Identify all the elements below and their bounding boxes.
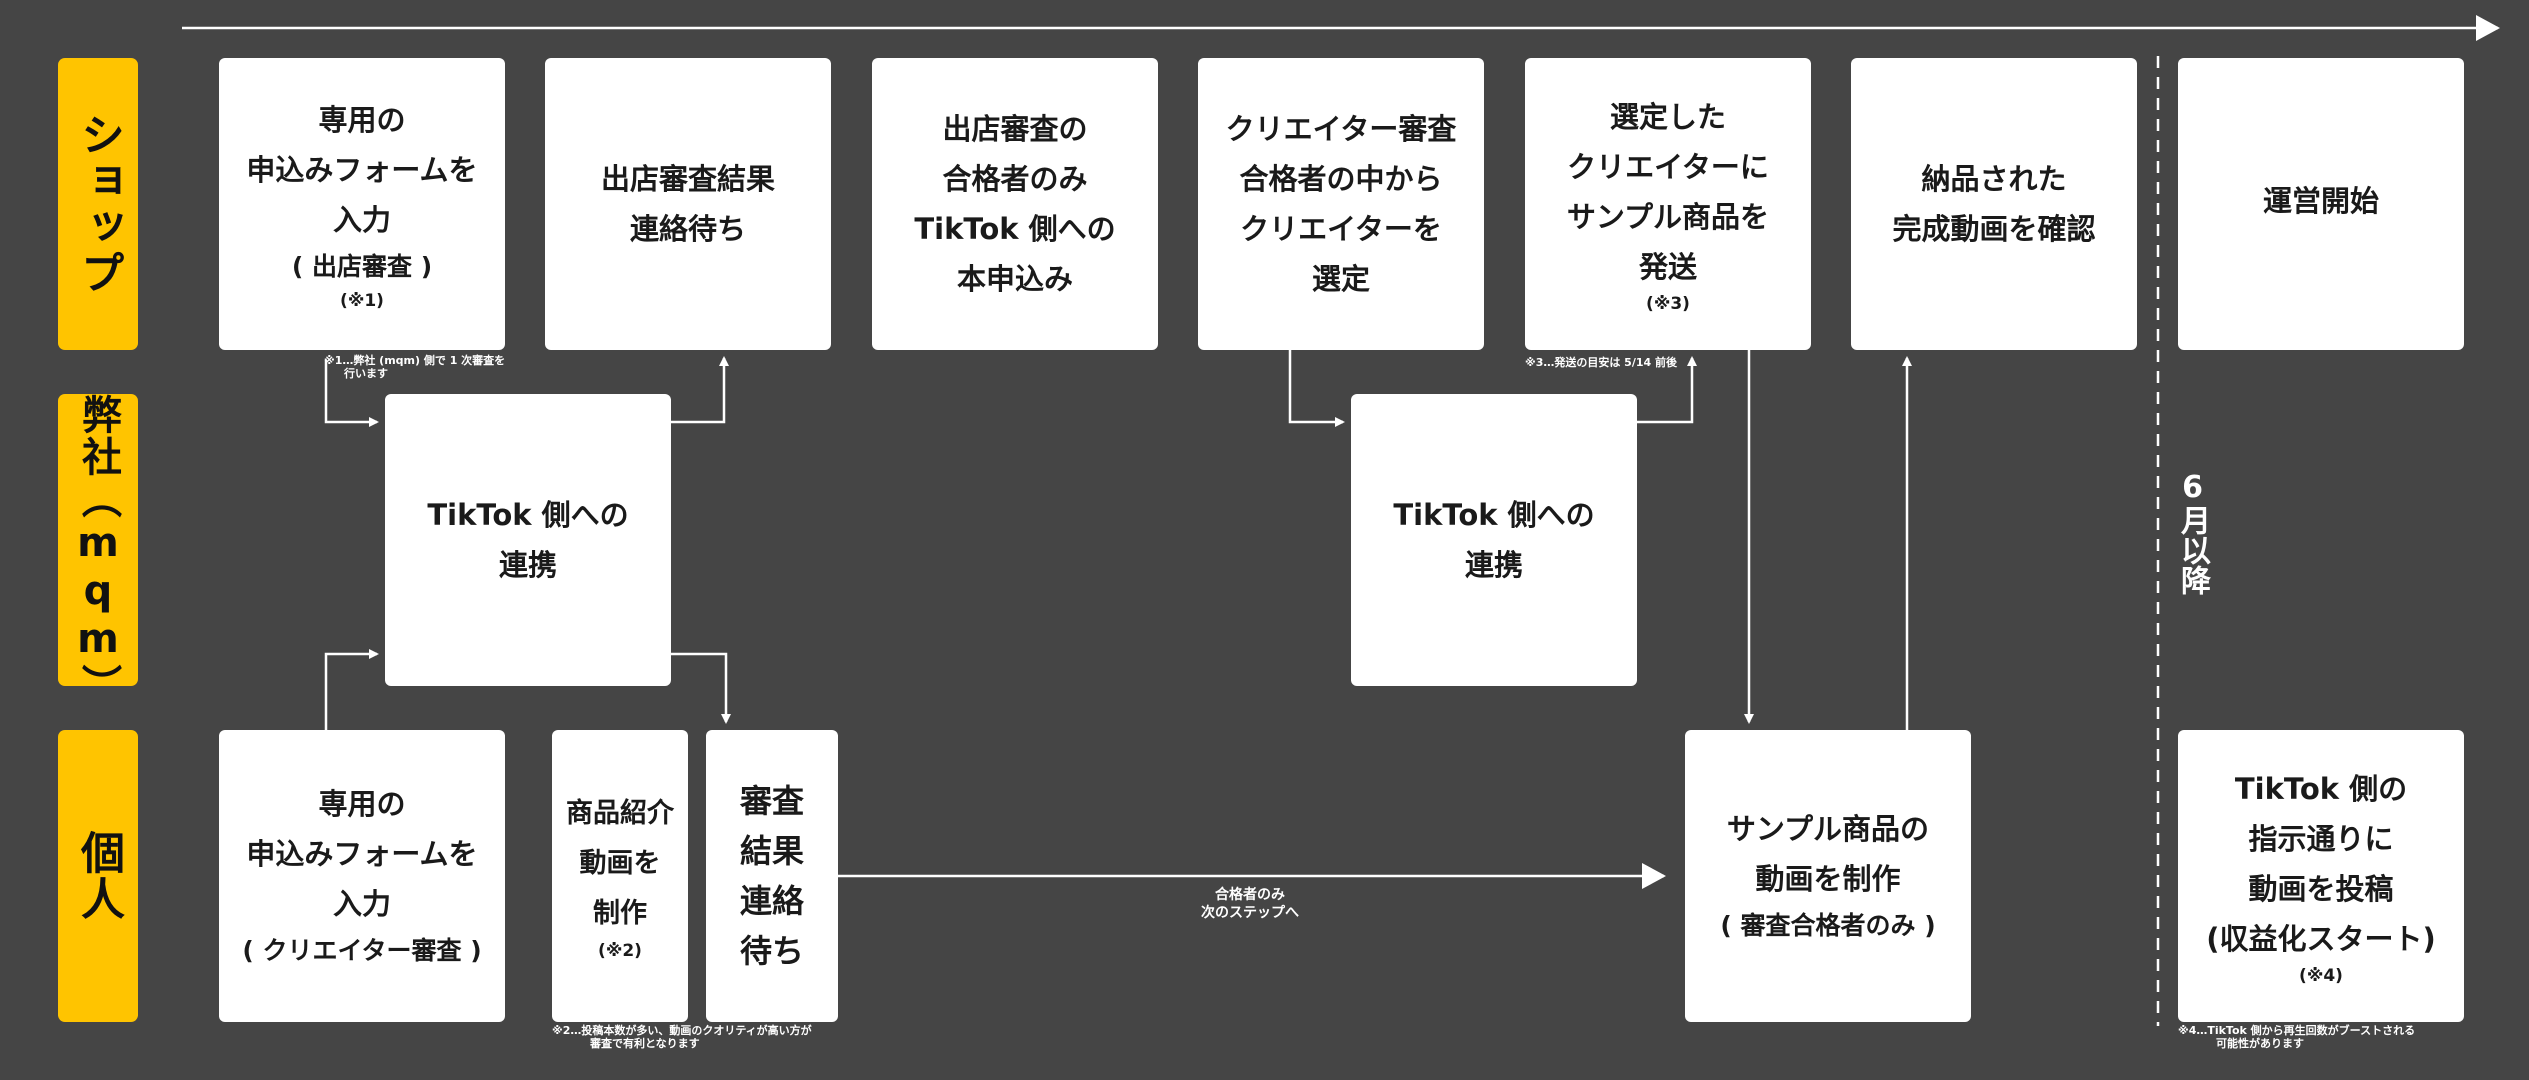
individual-intro-line1: 商品紹介: [566, 798, 674, 829]
note-1: ※1…弊社 (mqm) 側で 1 次審査を 行います: [324, 354, 505, 380]
shop-send-line3: サンプル商品を: [1566, 200, 1770, 234]
individual-sample-line3: ( 審査合格者のみ ): [1720, 911, 1936, 940]
shop-select-line4: 選定: [1311, 262, 1370, 296]
shop-select-line1: クリエイター審査: [1225, 112, 1457, 146]
note-4: ※4…TikTok 側から再生回数がブーストされる 可能性があります: [2178, 1024, 2415, 1050]
shop-send-line4: 発送: [1638, 250, 1697, 284]
note-2-line1: ※2…投稿本数が多い、動画のクオリティが高い方が: [552, 1024, 812, 1037]
individual-apply-line1: 専用の: [318, 787, 406, 821]
note-1-line1: ※1…弊社 (mqm) 側で 1 次審査を: [324, 354, 506, 367]
company-link1-line1: TikTok 側への: [427, 498, 629, 532]
shop-select-creator-box: クリエイター審査 合格者の中から クリエイターを 選定: [1198, 58, 1484, 350]
shop-send-sample-box: 選定した クリエイターに サンプル商品を 発送 (※3): [1525, 58, 1811, 350]
individual-apply-form-box: 専用の 申込みフォームを 入力 ( クリエイター審査 ): [219, 730, 505, 1022]
individual-intro-line3: 制作: [593, 898, 647, 929]
individual-post-note-ref: (※4): [2299, 966, 2343, 986]
individual-sample-video-box: サンプル商品の 動画を制作 ( 審査合格者のみ ): [1685, 730, 1971, 1022]
note-2-line2: 審査で有利となります: [590, 1037, 700, 1050]
individual-result-wait-box: 審査結果連絡待ち: [706, 730, 838, 1022]
june-onward-label: 6月以降: [2175, 470, 2210, 595]
shop-operation-line1: 運営開始: [2262, 184, 2379, 218]
individual-post-line2: 指示通りに: [2248, 822, 2394, 856]
individual-apply-line4: ( クリエイター審査 ): [242, 936, 482, 965]
shop-apply-form-box: 専用の 申込みフォームを 入力 ( 出店審査 ) (※1): [219, 58, 505, 350]
individual-apply-line2: 申込みフォームを: [246, 837, 478, 871]
note-3: ※3…発送の目安は 5/14 前後: [1525, 356, 1677, 369]
shop-apply-line1: 専用の: [318, 103, 406, 137]
note-4-line1: ※4…TikTok 側から再生回数がブーストされる: [2178, 1024, 2416, 1037]
shop-check-video-box: 納品された 完成動画を確認: [1851, 58, 2137, 350]
lane-company: 弊社（mqm）: [58, 394, 138, 706]
shop-result-wait-box: 出店審査結果 連絡待ち: [545, 58, 831, 350]
shop-main-line3: TikTok 側への: [914, 212, 1116, 246]
shop-result-line1: 出店審査結果: [600, 162, 775, 196]
company-link-box-2: TikTok 側への 連携: [1351, 394, 1637, 686]
shop-main-line1: 出店審査の: [942, 112, 1088, 146]
individual-post-video-box: TikTok 側の 指示通りに 動画を投稿 (収益化スタート) (※4): [2178, 730, 2464, 1022]
lane-individual-label: 個人: [73, 830, 124, 922]
individual-post-line3: 動画を投稿: [2248, 872, 2394, 906]
shop-check-line2: 完成動画を確認: [1892, 212, 2096, 246]
individual-sample-line1: サンプル商品の: [1726, 812, 1930, 846]
shop-send-line2: クリエイターに: [1567, 150, 1769, 184]
shop-select-line3: クリエイターを: [1240, 212, 1442, 246]
individual-result-wait-label: 審査結果連絡待ち: [739, 782, 804, 970]
lane-individual: 個人: [58, 730, 138, 1022]
flow-label-line2: 次のステップへ: [1201, 905, 1299, 921]
arrow-link1-to-individual-result: [671, 652, 731, 724]
note-1-line2: 行います: [344, 367, 388, 380]
shop-main-line2: 合格者のみ: [942, 162, 1088, 196]
flow-label-line1: 合格者のみ: [1215, 887, 1285, 903]
shop-main-apply-box: 出店審査の 合格者のみ TikTok 側への 本申込み: [872, 58, 1158, 350]
shop-check-line1: 納品された: [1921, 162, 2067, 196]
lane-shop-label: ショップ: [73, 112, 124, 296]
arrow-link1-to-shop-result: [671, 356, 729, 424]
shop-operation-start-box: 運営開始: [2178, 58, 2464, 350]
flow-label: 合格者のみ 次のステップへ: [1140, 886, 1360, 922]
company-link-box-1: TikTok 側への 連携: [385, 394, 671, 686]
individual-intro-video-box: 商品紹介 動画を 制作 (※2): [552, 730, 688, 1022]
shop-main-line4: 本申込み: [956, 262, 1073, 296]
lane-shop: ショップ: [58, 58, 138, 350]
arrow-select-to-link2: [1288, 350, 1345, 427]
individual-intro-line2: 動画を: [579, 848, 661, 879]
note-2: ※2…投稿本数が多い、動画のクオリティが高い方が 審査で有利となります: [552, 1024, 812, 1050]
individual-intro-note-ref: (※2): [598, 941, 642, 961]
shop-apply-line2: 申込みフォームを: [246, 153, 478, 187]
note-3-line1: ※3…発送の目安は 5/14 前後: [1525, 356, 1677, 369]
individual-post-line4: (収益化スタート): [2206, 922, 2436, 956]
arrow-individual-apply-to-link1: [324, 649, 379, 730]
shop-select-line2: 合格者の中から: [1239, 162, 1443, 196]
shop-apply-note-ref: (※1): [340, 291, 384, 311]
note-4-line2: 可能性があります: [2216, 1037, 2304, 1050]
lane-company-label: 弊社（mqm）: [75, 394, 121, 706]
shop-apply-line3: 入力: [332, 203, 391, 237]
individual-sample-line2: 動画を制作: [1755, 862, 1901, 896]
shop-result-line2: 連絡待ち: [629, 212, 746, 246]
company-link2-line2: 連携: [1464, 548, 1523, 582]
company-link1-line2: 連携: [498, 548, 557, 582]
individual-post-line1: TikTok 側の: [2234, 772, 2408, 806]
shop-send-note-ref: (※3): [1646, 294, 1690, 314]
individual-apply-line3: 入力: [332, 887, 391, 921]
shop-apply-line4: ( 出店審査 ): [291, 252, 433, 281]
shop-send-line1: 選定した: [1609, 100, 1726, 134]
company-link2-line1: TikTok 側への: [1393, 498, 1595, 532]
